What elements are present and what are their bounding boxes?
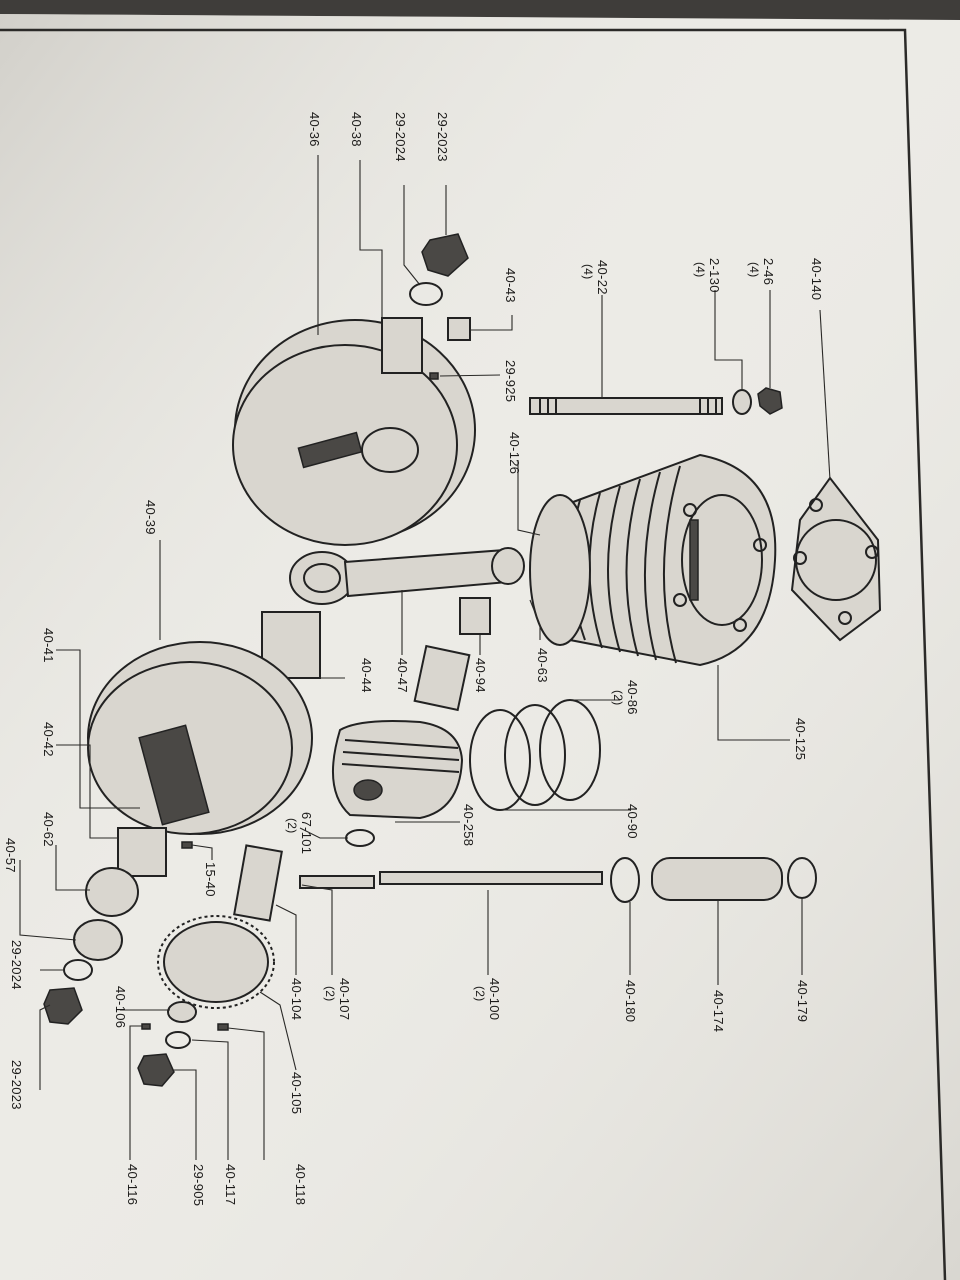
cam-lock-washer-drawing (165, 1031, 191, 1049)
label-40-43: 40-43 (503, 268, 518, 303)
label-40-258: 40-258 (461, 804, 476, 846)
label-29-2023-bottom: 29-2023 (9, 1060, 24, 1110)
sheet-frame (0, 28, 947, 1280)
cam-washer-drawing (167, 1001, 197, 1023)
timing-pinion-drawing (85, 867, 139, 917)
cam-wheel-drawing (163, 921, 269, 1003)
label-15-40: 15-40 (203, 862, 218, 897)
label-2-46-qty: (4) (747, 262, 761, 278)
label-40-44: 40-44 (359, 658, 374, 693)
label-40-125: 40-125 (793, 718, 808, 760)
label-40-41: 40-41 (41, 628, 56, 663)
barrel-gasket-drawing (529, 494, 591, 646)
label-40-100-qty: (2) (473, 986, 487, 1002)
part-drawings (43, 233, 882, 1087)
label-29-925: 29-925 (503, 360, 518, 402)
label-40-100: 40-100 (487, 978, 502, 1020)
small-key-drawing (141, 1023, 151, 1030)
plug-screw-drawing (447, 317, 471, 341)
label-40-126: 40-126 (507, 432, 522, 474)
camshaft-drawing (233, 844, 283, 922)
pushrod-drawing (379, 871, 603, 885)
label-40-179: 40-179 (795, 980, 810, 1022)
gudgeon-pin-drawing (413, 644, 471, 712)
lock-washer-top-drawing (409, 282, 443, 306)
label-40-90: 40-90 (625, 804, 640, 839)
woodruff-key-drawing (217, 1023, 229, 1031)
label-29-2024-bottom: 29-2024 (9, 940, 24, 990)
leader-lines (19, 155, 831, 1160)
label-40-94: 40-94 (473, 658, 488, 693)
flywheel-drive-drawing (232, 319, 476, 546)
label-29-2024-top: 29-2024 (393, 112, 408, 162)
label-40-140: 40-140 (809, 258, 824, 300)
label-40-36: 40-36 (307, 112, 322, 147)
label-40-39: 40-39 (143, 500, 158, 535)
main-shaft-drawing (381, 317, 423, 374)
shaft-nut-bottom-drawing (43, 987, 83, 1025)
main-bearing-drawing (117, 827, 167, 877)
label-2-130: 2-130 (707, 258, 722, 293)
label-40-22: 40-22 (595, 260, 610, 295)
cam-nut-drawing (137, 1053, 175, 1087)
label-40-63: 40-63 (535, 648, 550, 683)
stud-nut-drawing (757, 387, 783, 415)
label-40-118: 40-118 (293, 1164, 308, 1205)
tube-seal-ring-drawing (610, 857, 640, 903)
pushrod-tube-drawing (651, 857, 783, 901)
cylinder-stud-drawing (529, 397, 723, 415)
label-40-117: 40-117 (223, 1164, 238, 1205)
label-29-905: 29-905 (191, 1164, 206, 1206)
label-40-180: 40-180 (623, 980, 638, 1022)
label-2-46: 2-46 (761, 258, 776, 285)
label-40-42: 40-42 (41, 722, 56, 757)
label-40-22-qty: (4) (581, 264, 595, 280)
pin-15-40-drawing (181, 841, 193, 849)
tappet-drawing (299, 875, 375, 889)
pin-29-925-drawing (429, 372, 439, 380)
piston-drawing (331, 720, 464, 820)
label-40-57: 40-57 (3, 838, 18, 873)
cam-wheel-teeth-drawing (157, 915, 275, 1009)
label-67-101: 67-101 (299, 812, 314, 854)
label-67-101-qty: (2) (285, 818, 299, 834)
small-end-bush-drawing (459, 597, 491, 635)
label-40-86: 40-86 (625, 680, 640, 715)
label-2-130-qty: (4) (693, 262, 707, 278)
shaft-nut-top-drawing (421, 233, 469, 277)
label-29-2023-top: 29-2023 (435, 112, 450, 162)
cylinder-barrel-drawing (563, 453, 777, 667)
label-40-107: 40-107 (337, 978, 352, 1020)
washer-drawing (732, 389, 752, 415)
label-40-105: 40-105 (289, 1072, 304, 1114)
connecting-rod-drawing (289, 547, 525, 605)
label-40-104: 40-104 (289, 978, 304, 1020)
label-40-116: 40-116 (125, 1164, 140, 1205)
label-40-174: 40-174 (711, 990, 726, 1032)
pinion-gear-drawing (73, 919, 123, 961)
flywheel-timing-drawing (87, 641, 313, 835)
label-40-106: 40-106 (113, 986, 128, 1028)
label-40-107-qty: (2) (323, 986, 337, 1002)
part-labels: 40-140 2-46 (4) 2-130 (4) 40-22 (4) 40-4… (3, 112, 824, 1206)
label-40-38: 40-38 (349, 112, 364, 147)
label-40-62: 40-62 (41, 812, 56, 847)
label-40-47: 40-47 (395, 658, 410, 693)
label-40-86-qty: (2) (611, 690, 625, 706)
